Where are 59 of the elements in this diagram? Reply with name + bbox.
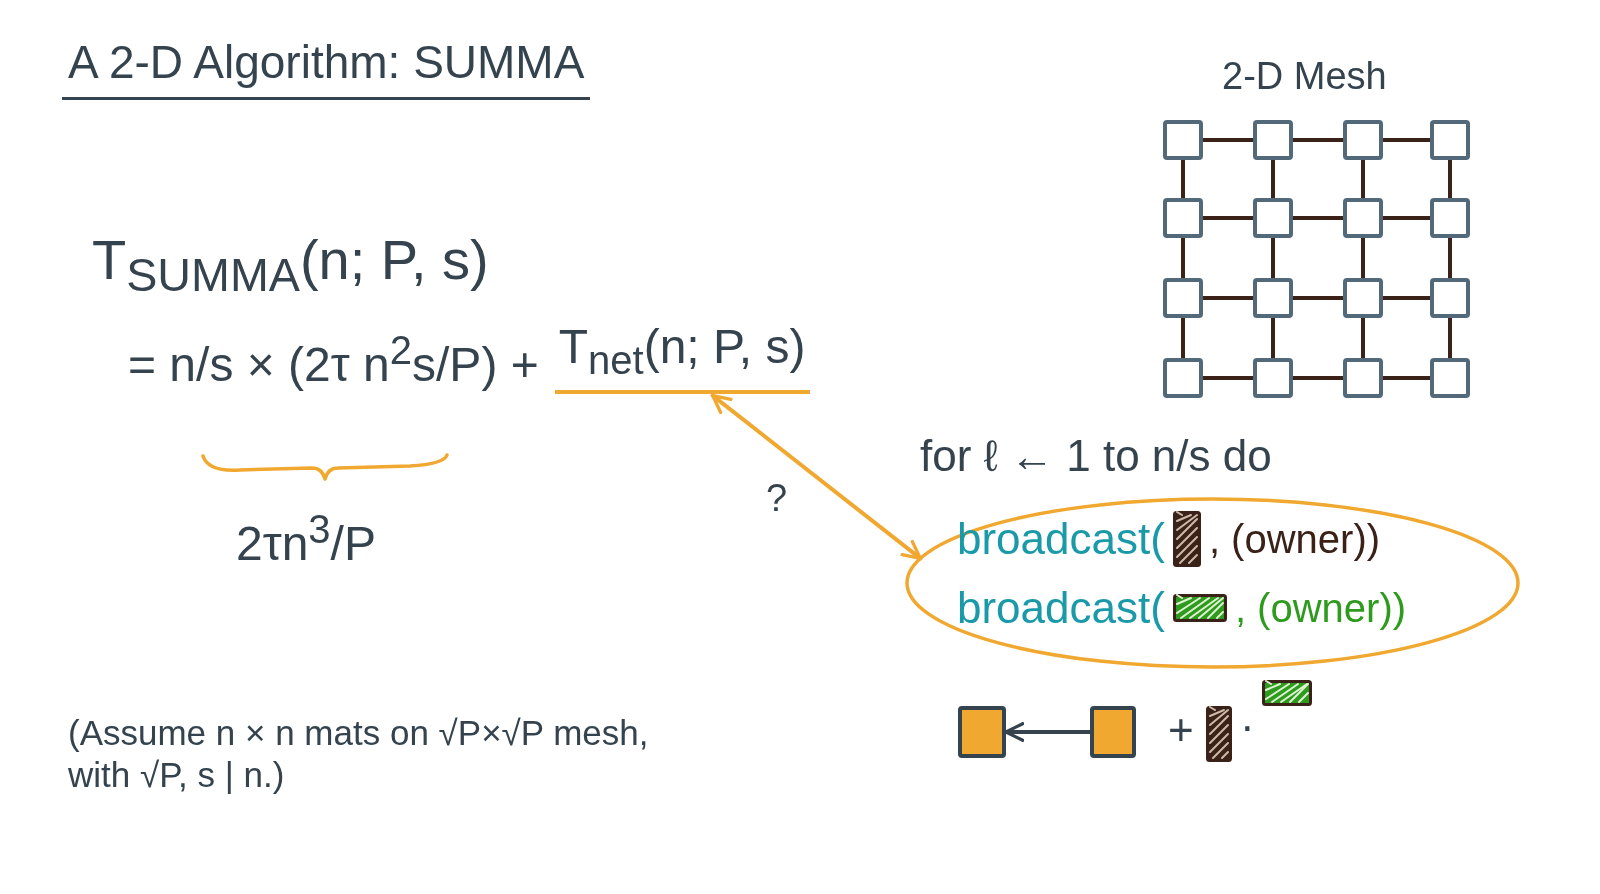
code-text: broadcast( <box>957 583 1165 633</box>
matrix-block <box>958 706 1006 758</box>
connector-line <box>1201 376 1255 380</box>
connector-line <box>1201 296 1255 300</box>
mesh-node <box>1253 198 1293 238</box>
mesh-node <box>1163 358 1203 398</box>
connector-line <box>1291 376 1345 380</box>
formula: T$_{SUMMA}$(n; P, s) <box>92 227 489 304</box>
formula-term: T$_{net}$(n; P, s) <box>554 318 810 394</box>
mesh-node <box>1343 198 1383 238</box>
connector-line <box>1448 158 1452 200</box>
connector-line <box>1201 216 1255 220</box>
connector-line <box>1271 316 1275 360</box>
plus-sign: + <box>1168 704 1194 756</box>
connector-line <box>1381 376 1432 380</box>
mesh-node <box>1253 120 1293 160</box>
mesh-node <box>1163 278 1203 318</box>
mesh-node <box>1253 278 1293 318</box>
connector-line <box>1361 236 1365 280</box>
mesh-node <box>1430 278 1470 318</box>
mesh-node <box>1163 120 1203 160</box>
connector-line <box>1381 138 1432 142</box>
multiplication-dot: · <box>1240 700 1255 752</box>
double-headed-arrow <box>710 393 923 561</box>
note-text: (Assume n × n mats on √P×√P mesh, with √P, s | n.) <box>68 712 650 796</box>
circled-code-block <box>905 497 1520 669</box>
connector-line <box>1271 236 1275 280</box>
mesh-node <box>1430 120 1470 160</box>
connector-line <box>1291 296 1345 300</box>
connector-line <box>1448 316 1452 360</box>
connector-line <box>1381 216 1432 220</box>
arrow <box>1004 722 1092 742</box>
mesh-node <box>1343 278 1383 318</box>
connector-line <box>1291 216 1345 220</box>
mesh-node <box>1430 198 1470 238</box>
title: A 2-D Algorithm: SUMMA <box>62 36 591 100</box>
connector-line <box>1271 158 1275 200</box>
pseudocode-line: for ℓ ← 1 to n/s do <box>920 430 1272 482</box>
connector-line <box>1361 158 1365 200</box>
mesh-node <box>1163 198 1203 238</box>
connector-line <box>1448 236 1452 280</box>
connector-line <box>1181 236 1185 280</box>
connector-line <box>1291 138 1345 142</box>
mesh-node <box>1253 358 1293 398</box>
formula: 2τn$^{3}$/P <box>236 506 376 572</box>
connector-line <box>1201 138 1255 142</box>
code-text: , (owner)) <box>1234 585 1407 631</box>
mesh-heading: 2-D Mesh <box>1222 54 1387 99</box>
code-text: broadcast( <box>957 514 1165 564</box>
mesh-node <box>1343 120 1383 160</box>
connector-line <box>1181 316 1185 360</box>
connector-line <box>1361 316 1365 360</box>
connector-line <box>1181 158 1185 200</box>
mesh-node <box>1343 358 1383 398</box>
code-text: , (owner)) <box>1208 516 1381 562</box>
mesh-node <box>1430 358 1470 398</box>
connector-line <box>1381 296 1432 300</box>
formula: = n/s × (2τ n$^{2}$s/P) + <box>128 327 539 393</box>
matrix-block <box>1090 706 1136 758</box>
